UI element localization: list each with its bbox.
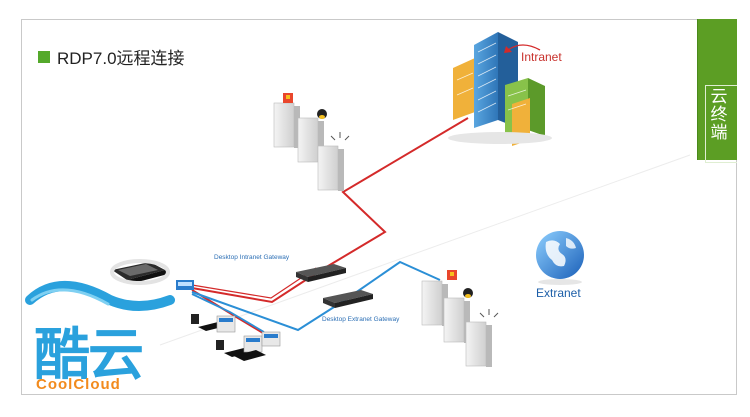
server-tower <box>297 109 327 163</box>
intranet-line-terminals <box>191 289 269 337</box>
extranet-line-terminals <box>191 293 265 333</box>
terminal-station <box>216 335 263 357</box>
intranet-gateway-label: Desktop Intranet Gateway <box>214 254 290 261</box>
intranet-buildings <box>448 32 552 146</box>
extranet-label: Extranet <box>536 286 581 300</box>
intranet-label: Intranet <box>521 50 562 64</box>
intranet-line-main <box>191 117 469 304</box>
laptop-icon <box>110 259 170 285</box>
content-frame <box>21 19 737 395</box>
side-tab-label: 云终端 <box>707 87 727 141</box>
extranet-globe-icon <box>536 231 584 285</box>
faint-guide-line <box>159 154 691 346</box>
intranet-server-group <box>273 93 350 191</box>
server-tower <box>465 309 499 367</box>
intranet-arrow-icon <box>507 44 541 51</box>
thin-client-icon <box>176 280 194 290</box>
slide-title-text: RDP7.0远程连接 <box>57 49 185 68</box>
intranet-gateway-device <box>296 264 346 282</box>
extranet-server-group <box>421 270 499 367</box>
logo-en-text: CoolCloud <box>36 376 121 393</box>
side-tab-border <box>705 85 737 163</box>
terminal-station <box>191 314 236 333</box>
server-tower <box>273 93 300 148</box>
logo-cn-text: 酷云 <box>34 323 142 386</box>
coolcloud-logo: 酷云 CoolCloud <box>25 281 175 393</box>
arrowhead-icon <box>504 46 512 53</box>
slide-title: RDP7.0远程连接 <box>38 44 185 69</box>
extranet-gateway-label: Desktop Extranet Gateway <box>322 316 400 323</box>
side-tab[interactable]: 云终端 <box>697 19 737 163</box>
server-tower <box>317 132 350 191</box>
title-bullet-icon <box>38 50 50 63</box>
terminal-station <box>234 331 281 361</box>
extranet-gateway-device <box>323 290 373 308</box>
